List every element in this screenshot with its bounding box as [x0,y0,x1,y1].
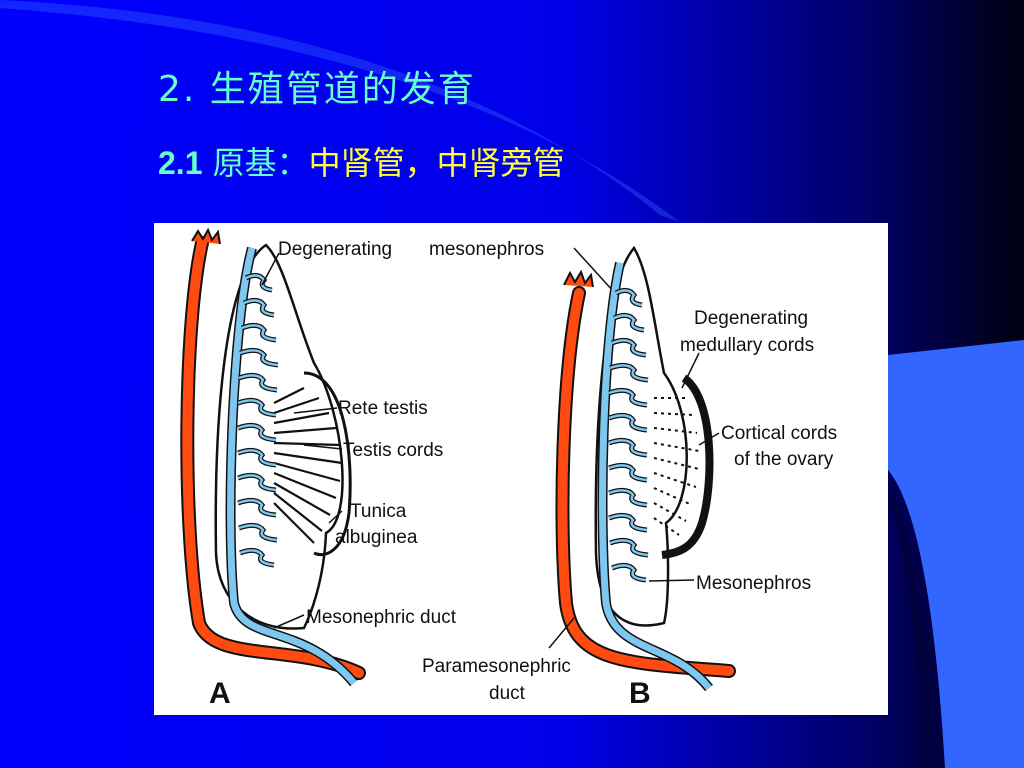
subtitle-highlight: 中肾管，中肾旁管 [308,144,565,182]
duct-development-figure: Degenerating mesonephros Rete testis Tes… [154,223,888,715]
panel-b-ovary-outline [661,374,714,559]
label-tunica: Tunica [350,501,407,522]
slide-subtitle: 2.1 原基：中肾管，中肾旁管 [158,138,565,184]
panel-b-leader-lines [548,352,720,649]
label-degenerating: Degenerating [278,239,392,260]
label-mesonephros-top: mesonephros [429,239,544,260]
panel-a-testis-cords [273,387,343,544]
panel-label-b: B [629,677,651,710]
label-of-the-ovary: of the ovary [734,449,834,470]
label-degenerating-b: Degenerating [694,308,808,329]
panel-b-mesonephric-duct [599,262,712,691]
label-rete-testis: Rete testis [338,398,428,419]
slide-title: 2. 生殖管道的发育 [158,69,476,110]
panel-a-mesonephros-outline [214,243,344,630]
label-cortical-cords: Cortical cords [721,423,837,444]
label-duct: duct [489,683,526,704]
panel-a-paramesonephric-duct [182,238,364,678]
panel-a-leader-lines [261,252,343,629]
label-paramesonephric: Paramesonephric [422,656,571,677]
panel-b-cortical-cords [653,397,700,536]
panel-b-paramesonephric-duct [557,288,734,676]
panel-label-a: A [209,677,231,710]
label-mesonephric-duct: Mesonephric duct [306,607,457,628]
panel-a-tunica-albuginea [303,371,352,557]
decorative-corner-shape [888,340,1024,768]
subtitle-number: 2.1 [158,145,203,181]
panel-a-mesonephric-duct [227,247,357,686]
label-testis-cords: Testis cords [343,440,443,461]
panel-b-diagram: Degenerating medullary cords Cortical co… [422,245,837,710]
panel-b-duct-fimbriae [563,269,594,288]
label-mesonephros-b: Mesonephros [696,573,811,594]
label-albuginea: albuginea [335,527,418,548]
label-medullary-cords: medullary cords [680,335,814,356]
panel-a-diagram: Degenerating mesonephros Rete testis Tes… [180,227,544,710]
panel-a-duct-fimbriae [191,227,221,245]
subtitle-label: 原基： [212,144,309,182]
